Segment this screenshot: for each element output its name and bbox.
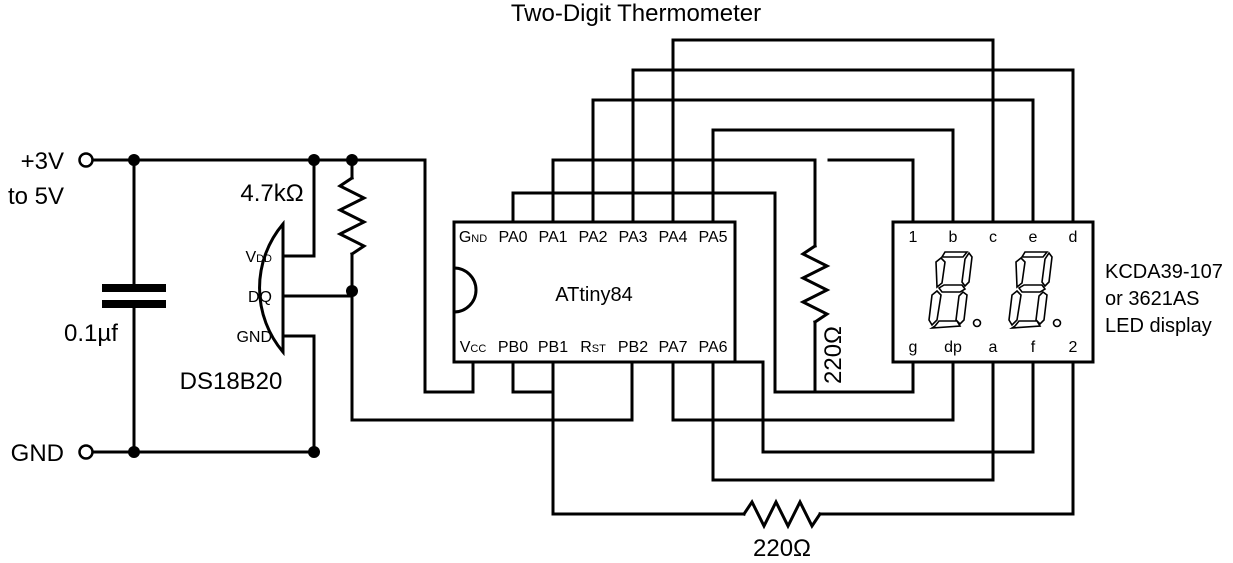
- chip-pin-pb1: PB1: [538, 339, 568, 356]
- display-pin-2: 2: [1069, 339, 1078, 356]
- seven-segment-digit-1: [928, 251, 982, 330]
- chip-pin-pa2: PA2: [578, 229, 607, 246]
- chip-pin-pa7: PA7: [658, 339, 687, 356]
- display-top-pin-labels: 1 b c e d: [909, 229, 1078, 246]
- display-name-line-3: LED display: [1105, 315, 1212, 337]
- display-name-line-1: KCDA39-107: [1105, 261, 1223, 283]
- display-pin-d: d: [1069, 229, 1078, 246]
- display-pin-g: g: [909, 339, 918, 356]
- display-pin-c: c: [989, 229, 997, 246]
- positive-terminal: [78, 152, 94, 168]
- junction-dots: [128, 154, 358, 458]
- sensor-pin-dq: DQ: [248, 289, 272, 306]
- display-name-line-2: or 3621AS: [1105, 288, 1200, 310]
- chip-pin-pa5: PA5: [698, 229, 727, 246]
- chip-pin-pa4: PA4: [658, 229, 687, 246]
- pullup-resistor-value: 4.7kΩ: [240, 180, 303, 207]
- chip-name: ATtiny84: [555, 284, 632, 306]
- chip-to-display-wiring: [511, 38, 1075, 394]
- supply-voltage-range-label: to 5V: [8, 183, 64, 210]
- supply-voltage-label: +3V: [21, 148, 64, 175]
- ground-terminal: [78, 444, 94, 460]
- chip-pin-vcc: VCC: [460, 339, 487, 356]
- chip-pin-pa1: PA1: [538, 229, 567, 246]
- chip-top-pin-labels: GND PA0 PA1 PA2 PA3 PA4 PA5: [459, 229, 728, 246]
- chip-pin-pb0: PB0: [498, 339, 528, 356]
- chip-pin-gnd: GND: [459, 229, 487, 246]
- chip-pin-rst: RST: [580, 339, 606, 356]
- decoupling-capacitor: [102, 158, 166, 454]
- chip-pin-pa0: PA0: [498, 229, 527, 246]
- display-pin-e: e: [1029, 229, 1038, 246]
- chip-bottom-wiring: [511, 360, 1075, 530]
- segment-resistor-value: 220Ω: [820, 326, 847, 384]
- diagram-title: Two-Digit Thermometer: [511, 0, 761, 27]
- sensor-pin-gnd: GND: [236, 329, 272, 346]
- sensor-name: DS18B20: [180, 368, 283, 395]
- chip-bottom-pin-labels: VCC PB0 PB1 RST PB2 PA7 PA6: [460, 339, 728, 356]
- display-pin-dp: dp: [944, 339, 962, 356]
- display-pin-b: b: [949, 229, 958, 246]
- seven-segment-digit-2: [1008, 251, 1062, 330]
- display-pin-a: a: [989, 339, 998, 356]
- sensor-pin-vdd: VDD: [245, 249, 272, 266]
- digit-resistor-value: 220Ω: [753, 535, 811, 562]
- chip-pin-pb2: PB2: [618, 339, 648, 356]
- display-bottom-pin-labels: g dp a f 2: [909, 339, 1078, 356]
- display-pin-1: 1: [909, 229, 918, 246]
- temperature-sensor: [258, 158, 354, 454]
- ground-label: GND: [11, 440, 64, 467]
- chip-pin-pa6: PA6: [698, 339, 727, 356]
- chip-pin-pa3: PA3: [618, 229, 647, 246]
- chip-notch: [452, 266, 478, 314]
- capacitor-value: 0.1µf: [64, 320, 118, 347]
- display-pin-f: f: [1031, 339, 1036, 356]
